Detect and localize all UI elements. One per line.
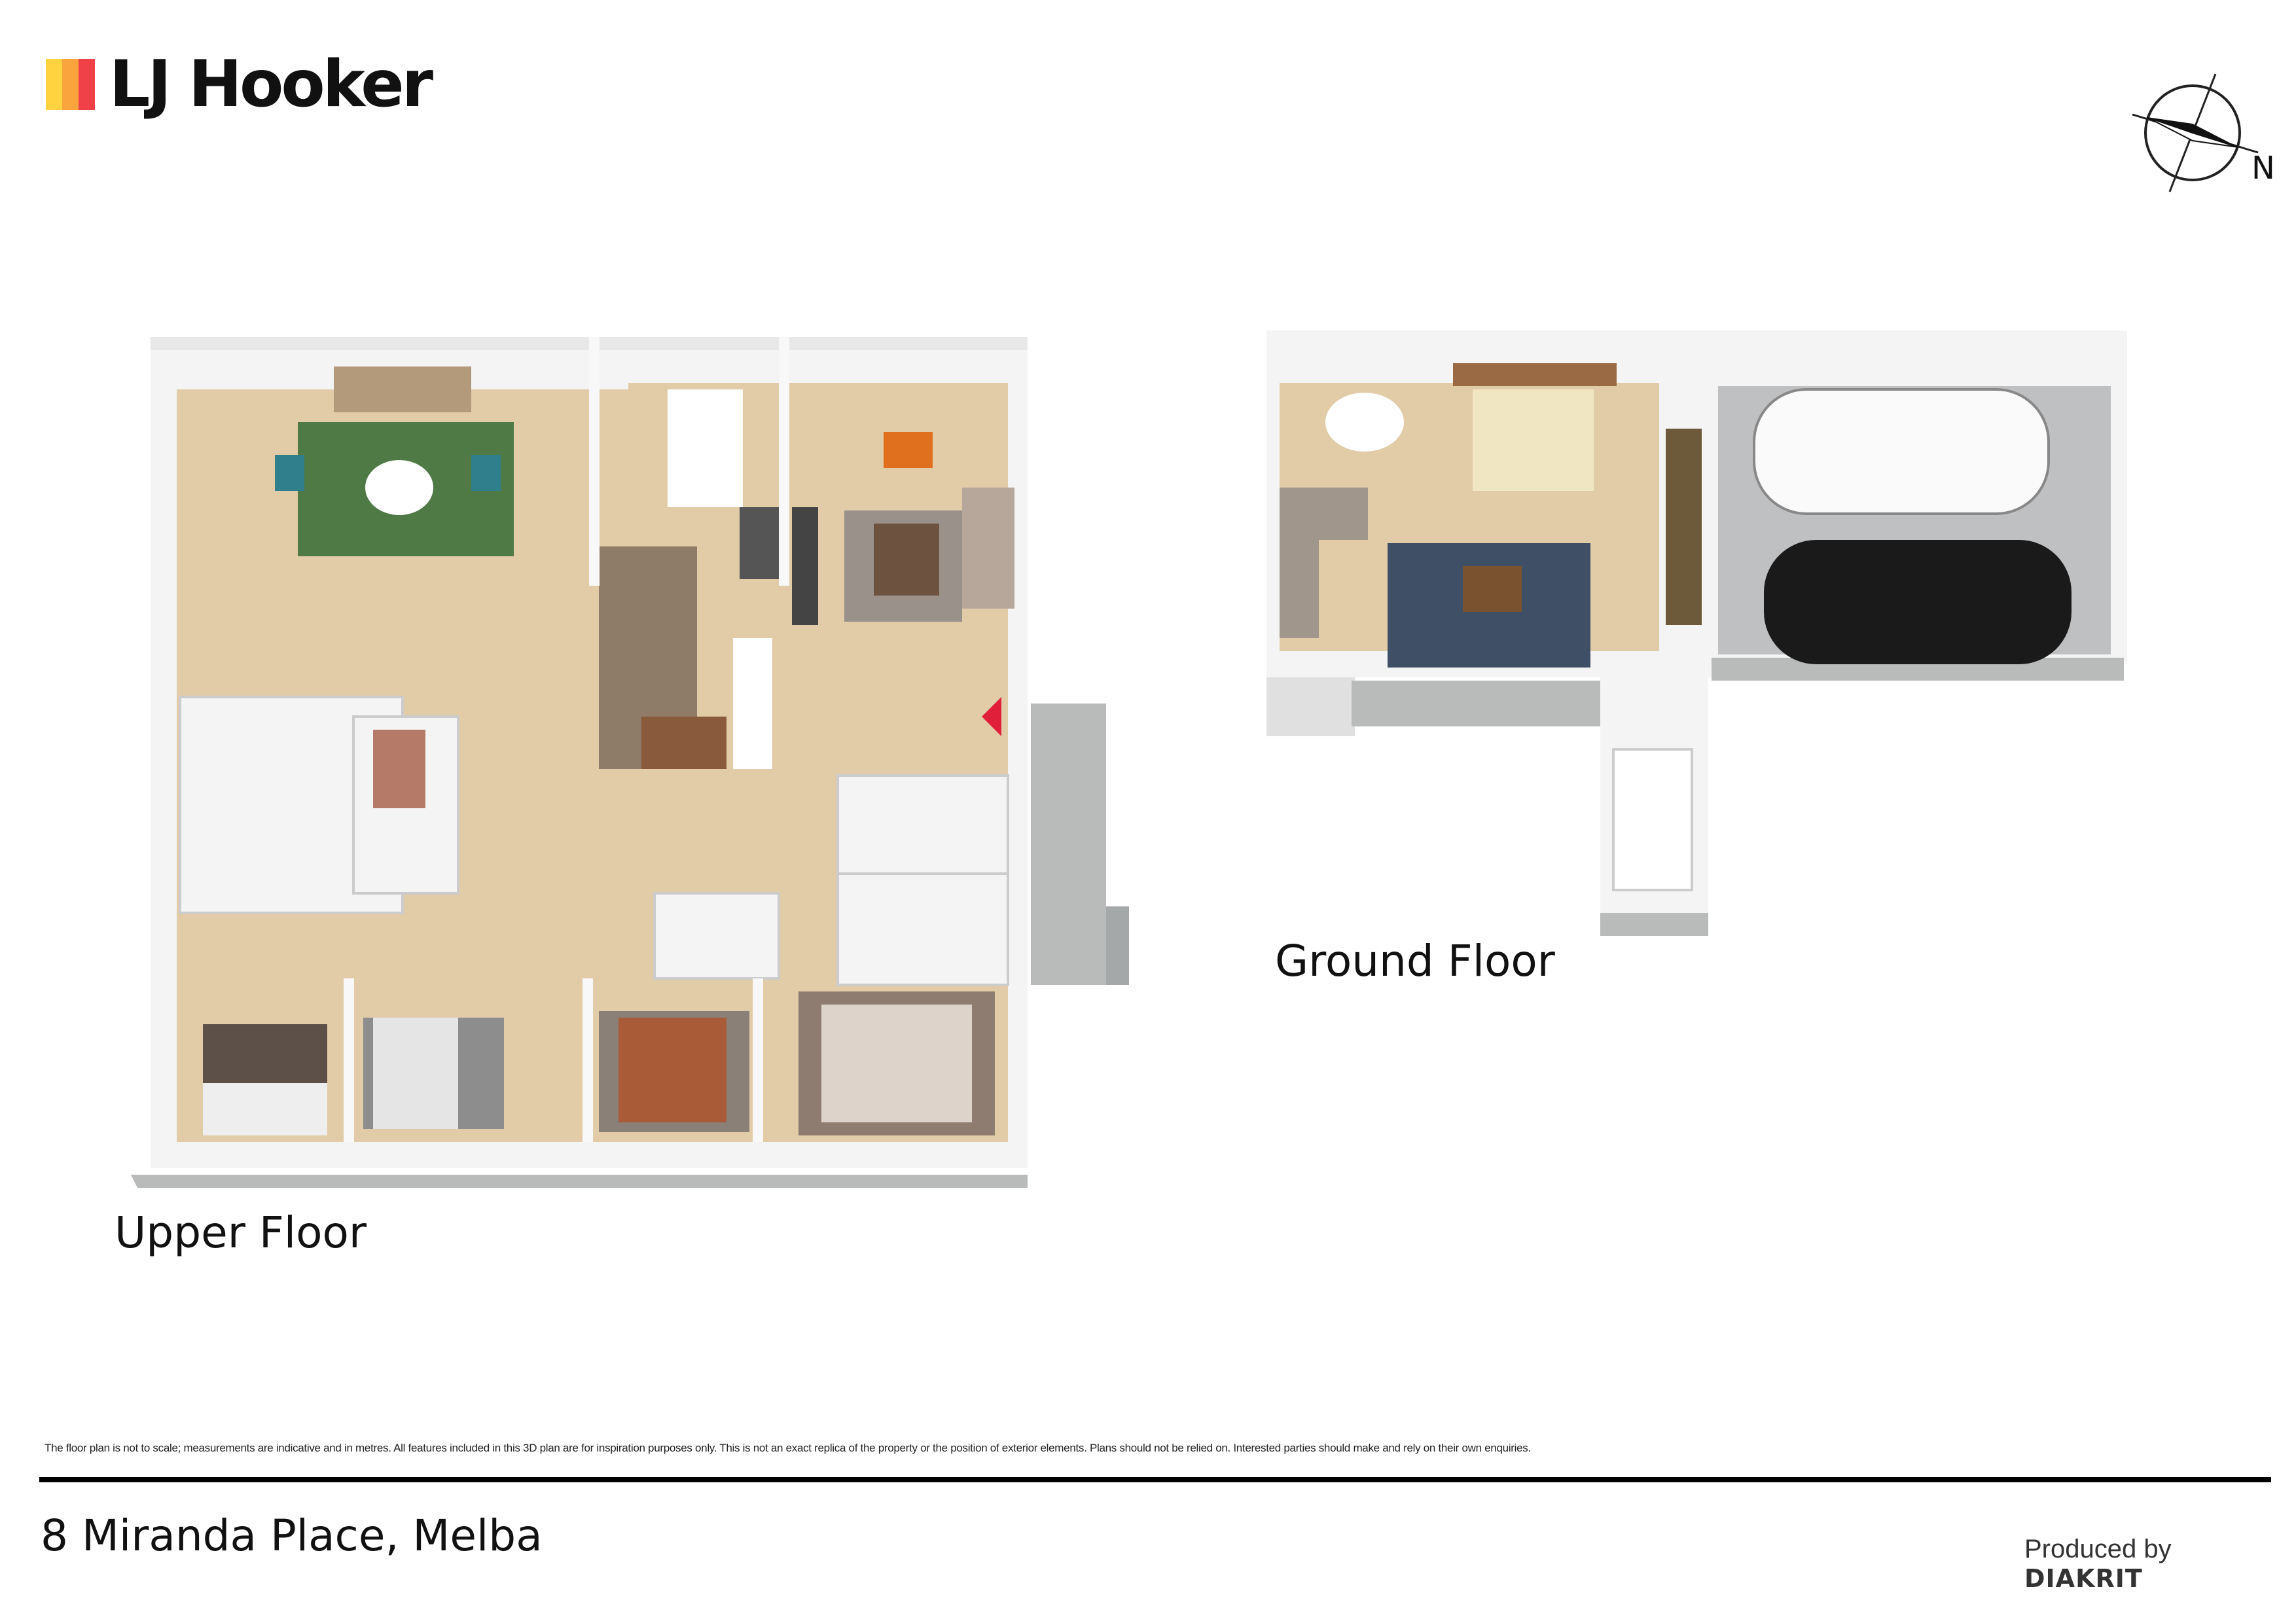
upper-floor-label: Upper Floor [115,1207,367,1258]
logo-color-bars [46,59,95,110]
upper-floor-plan [118,324,1178,1194]
logo-wordmark: LJ Hooker [109,47,433,122]
diakrit-logo: DIAKRIT [2024,1564,2143,1593]
north-arrow-icon: N [2127,69,2284,200]
produced-by-label: Produced by [2024,1535,2172,1563]
disclaimer-text: The floor plan is not to scale; measurem… [45,1442,1531,1454]
property-address: 8 Miranda Place, Melba [41,1510,543,1561]
footer-divider [39,1477,2271,1482]
ground-floor-label: Ground Floor [1275,936,1555,986]
lj-hooker-logo: LJ Hooker [46,47,433,122]
compass-north-label: N [2251,150,2275,187]
producer-credit: Produced by DIAKRIT [2024,1535,2296,1594]
ground-floor-plan [1260,324,2189,946]
